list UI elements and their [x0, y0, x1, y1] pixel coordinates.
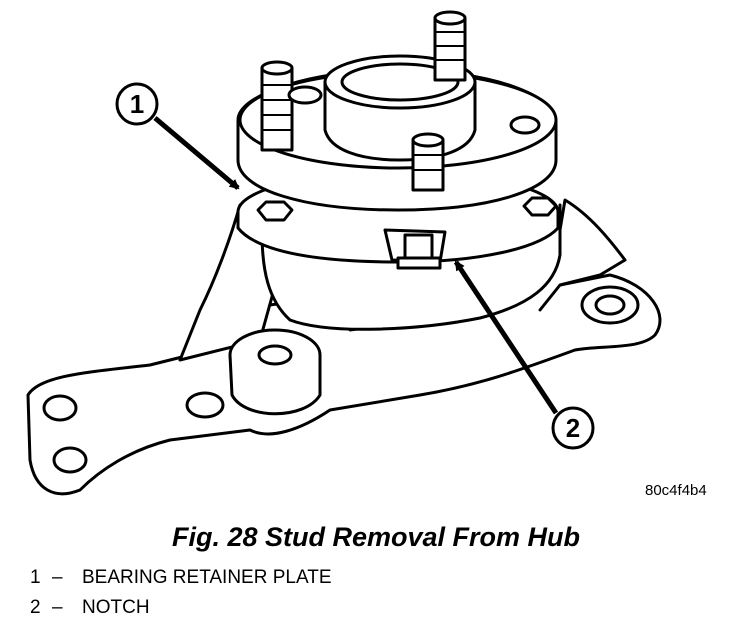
- mount-hole-left: [42, 394, 78, 422]
- image-code: 80c4f4b4: [645, 482, 707, 499]
- legend-item-number: 1: [30, 567, 41, 588]
- legend-item-2: 2–NOTCH: [30, 593, 332, 623]
- retainer-bolt-right: [522, 196, 558, 217]
- wheel-stud-rear: [433, 10, 467, 82]
- legend-item-1: 1–BEARING RETAINER PLATE: [30, 563, 332, 593]
- callout-1: 1: [115, 82, 240, 190]
- legend-item-number: 2: [30, 597, 41, 618]
- hub-knuckle-illustration: 1 2: [26, 10, 662, 496]
- legend-item-label: NOTCH: [82, 597, 150, 618]
- wheel-stud-front: [411, 132, 445, 192]
- callout-2-number: 2: [566, 413, 580, 443]
- callout-2: 2: [453, 260, 595, 450]
- callout-2-leader: [453, 260, 559, 415]
- figure-title: Fig. 28 Stud Removal From Hub: [171, 522, 581, 552]
- legend-separator: –: [52, 567, 63, 588]
- wheel-stud-left: [260, 60, 294, 152]
- legend-separator: –: [52, 597, 63, 618]
- mount-hole-mid: [185, 391, 225, 419]
- callout-1-leader: [153, 116, 240, 190]
- legend: 1–BEARING RETAINER PLATE 2–NOTCH: [30, 563, 332, 623]
- retainer-bolt-left: [256, 200, 294, 222]
- legend-item-label: BEARING RETAINER PLATE: [82, 567, 332, 588]
- stud-in-notch: [396, 233, 442, 270]
- callout-1-number: 1: [130, 89, 144, 119]
- mount-hole-lower-left: [52, 446, 88, 474]
